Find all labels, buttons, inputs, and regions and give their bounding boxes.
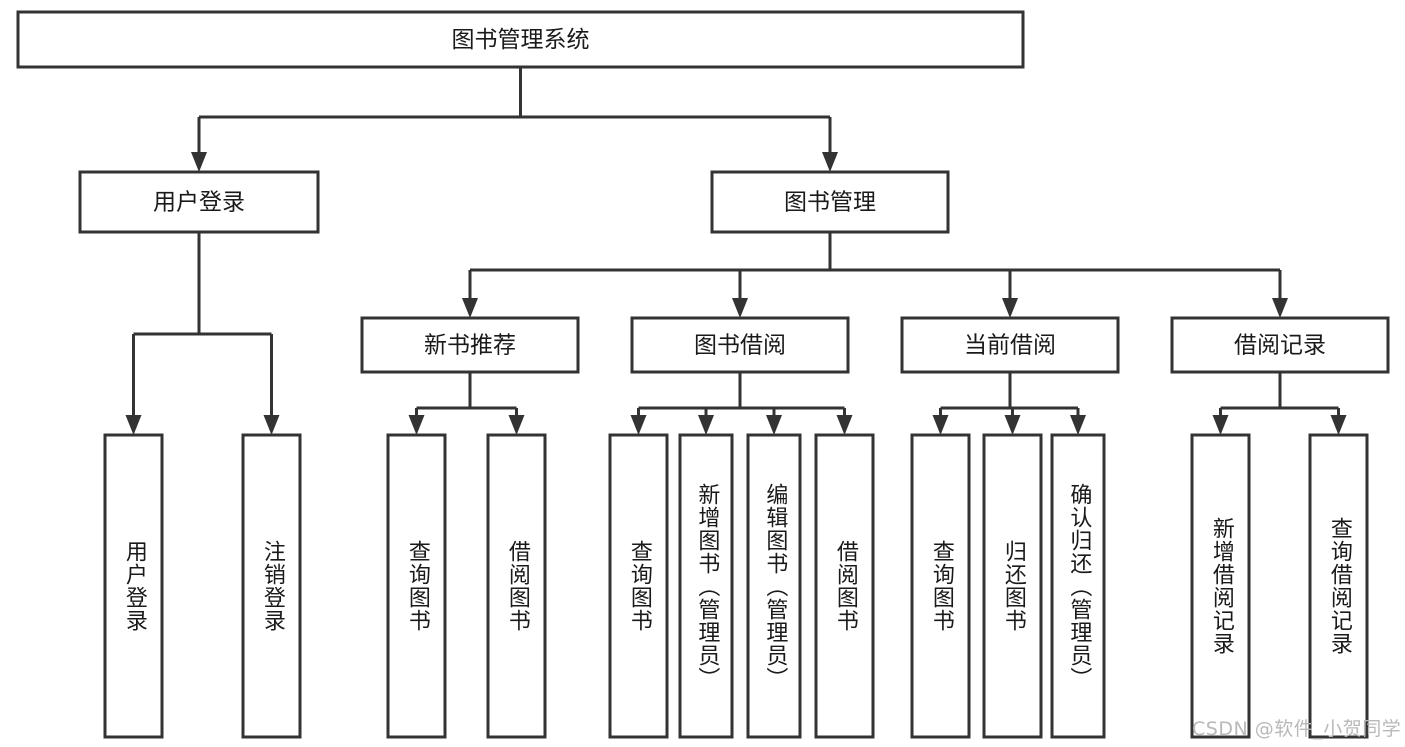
boxes-layer xyxy=(16,10,1390,739)
arrow-head-icon xyxy=(191,152,207,172)
arrow-head-icon xyxy=(408,415,425,435)
node-book-manage[interactable] xyxy=(710,170,950,234)
arrow-head-icon xyxy=(836,415,853,435)
node-leaf-user-login[interactable] xyxy=(103,433,164,739)
node-label-user-login: 用户登录 xyxy=(153,190,245,216)
node-leaf-query-record[interactable] xyxy=(1308,433,1369,739)
node-leaf-user-logout[interactable] xyxy=(241,433,302,739)
node-label-borrow-record: 借阅记录 xyxy=(1234,333,1326,359)
arrow-head-icon xyxy=(766,415,782,435)
arrow-head-icon xyxy=(508,415,525,435)
node-book-borrow[interactable] xyxy=(630,316,850,374)
node-leaf-return-book[interactable] xyxy=(982,433,1043,739)
node-new-book-recommend[interactable] xyxy=(360,316,580,374)
node-label-current-borrow: 当前借阅 xyxy=(964,333,1056,359)
arrow-head-icon xyxy=(1002,298,1018,318)
node-user-login[interactable] xyxy=(78,170,320,234)
node-label-new-book-recommend: 新书推荐 xyxy=(424,333,516,359)
node-label-root: 图书管理系统 xyxy=(452,27,590,53)
arrow-head-icon xyxy=(698,415,714,435)
arrow-head-icon xyxy=(1330,415,1347,435)
connectors-layer xyxy=(125,67,1347,435)
node-leaf-query-book-1[interactable] xyxy=(386,433,447,739)
arrow-head-icon xyxy=(1272,298,1288,318)
arrow-head-icon xyxy=(732,298,748,318)
node-label-book-borrow: 图书借阅 xyxy=(694,333,786,359)
arrow-head-icon xyxy=(630,415,647,435)
arrow-head-icon xyxy=(932,415,949,435)
arrow-head-icon xyxy=(1004,415,1021,435)
node-leaf-query-book-2[interactable] xyxy=(608,433,669,739)
node-leaf-add-book[interactable] xyxy=(678,433,734,739)
arrow-head-icon xyxy=(1212,415,1229,435)
node-label-book-manage: 图书管理 xyxy=(784,190,876,216)
node-leaf-query-book-3[interactable] xyxy=(910,433,971,739)
arrow-head-icon xyxy=(462,298,478,318)
arrow-head-icon xyxy=(125,415,142,435)
node-borrow-record[interactable] xyxy=(1170,316,1390,374)
arrow-head-icon xyxy=(1070,415,1086,435)
node-leaf-confirm-return[interactable] xyxy=(1050,433,1106,739)
node-current-borrow[interactable] xyxy=(900,316,1120,374)
csdn-watermark: CSDN @软件_小贺同学 xyxy=(1192,718,1402,740)
node-leaf-edit-book[interactable] xyxy=(746,433,802,739)
arrow-head-icon xyxy=(822,152,838,172)
node-root-root[interactable] xyxy=(16,10,1025,69)
node-leaf-borrow-book-1[interactable] xyxy=(486,433,547,739)
node-leaf-add-record[interactable] xyxy=(1190,433,1251,739)
node-leaf-borrow-book-2[interactable] xyxy=(814,433,875,739)
arrow-head-icon xyxy=(263,415,280,435)
